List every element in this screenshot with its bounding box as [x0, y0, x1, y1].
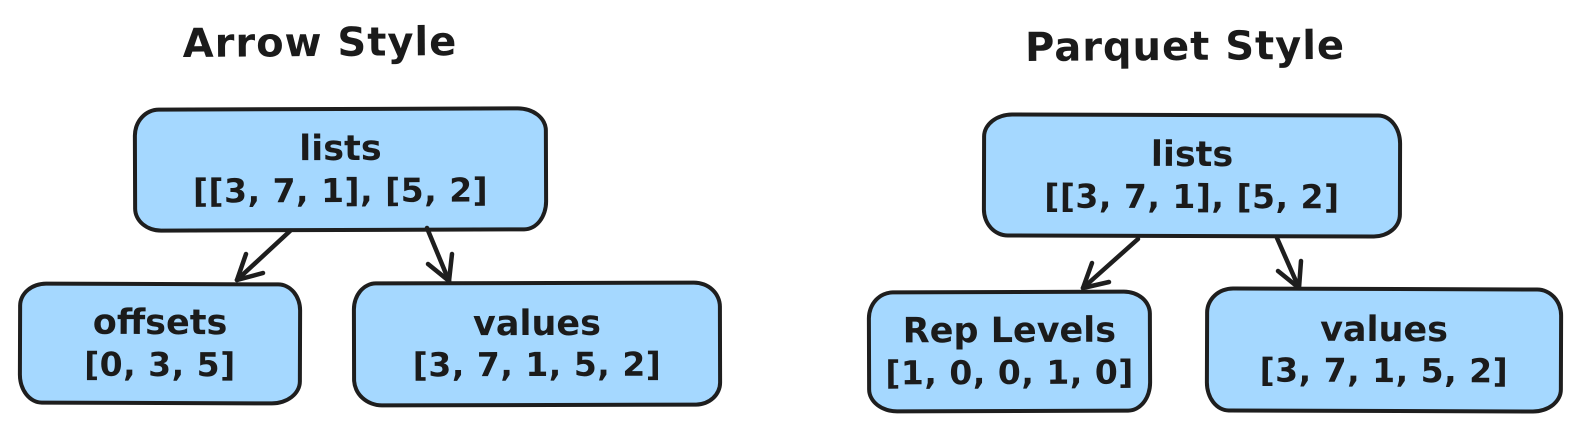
node-arrow-offsets-value: [0, 3, 5]: [84, 344, 236, 384]
node-arrow-values: values [3, 7, 1, 5, 2]: [351, 280, 723, 408]
node-parquet-rep-levels-label: Rep Levels: [902, 311, 1117, 352]
node-arrow-offsets: offsets [0, 3, 5]: [17, 281, 303, 406]
node-arrow-values-value: [3, 7, 1, 5, 2]: [412, 344, 662, 385]
node-parquet-values: values [3, 7, 1, 5, 2]: [1204, 286, 1564, 414]
arrow-lists-to-values-left-icon: [424, 225, 455, 284]
node-arrow-lists: lists [[3, 7, 1], [5, 2]: [132, 106, 549, 233]
node-arrow-lists-value: [[3, 7, 1], [5, 2]: [192, 170, 489, 211]
arrow-lists-to-values-right-icon: [1274, 235, 1304, 291]
node-parquet-values-label: values: [1320, 309, 1449, 351]
arrow-lists-to-rep-levels-icon: [1080, 236, 1141, 291]
node-parquet-rep-levels: Rep Levels [1, 0, 0, 1, 0]: [866, 289, 1153, 414]
node-parquet-lists-label: lists: [1150, 135, 1234, 176]
arrow-style-title: Arrow Style: [182, 19, 458, 67]
node-arrow-offsets-label: offsets: [92, 303, 228, 344]
parquet-style-title: Parquet Style: [1024, 22, 1346, 72]
node-parquet-lists-value: [[3, 7, 1], [5, 2]: [1044, 176, 1340, 217]
node-arrow-lists-label: lists: [299, 129, 382, 170]
node-parquet-lists: lists [[3, 7, 1], [5, 2]: [981, 112, 1403, 239]
arrow-lists-to-offsets-icon: [234, 228, 293, 283]
node-arrow-values-label: values: [472, 303, 601, 345]
node-parquet-values-value: [3, 7, 1, 5, 2]: [1259, 350, 1509, 391]
node-parquet-rep-levels-value: [1, 0, 0, 1, 0]: [885, 352, 1134, 393]
